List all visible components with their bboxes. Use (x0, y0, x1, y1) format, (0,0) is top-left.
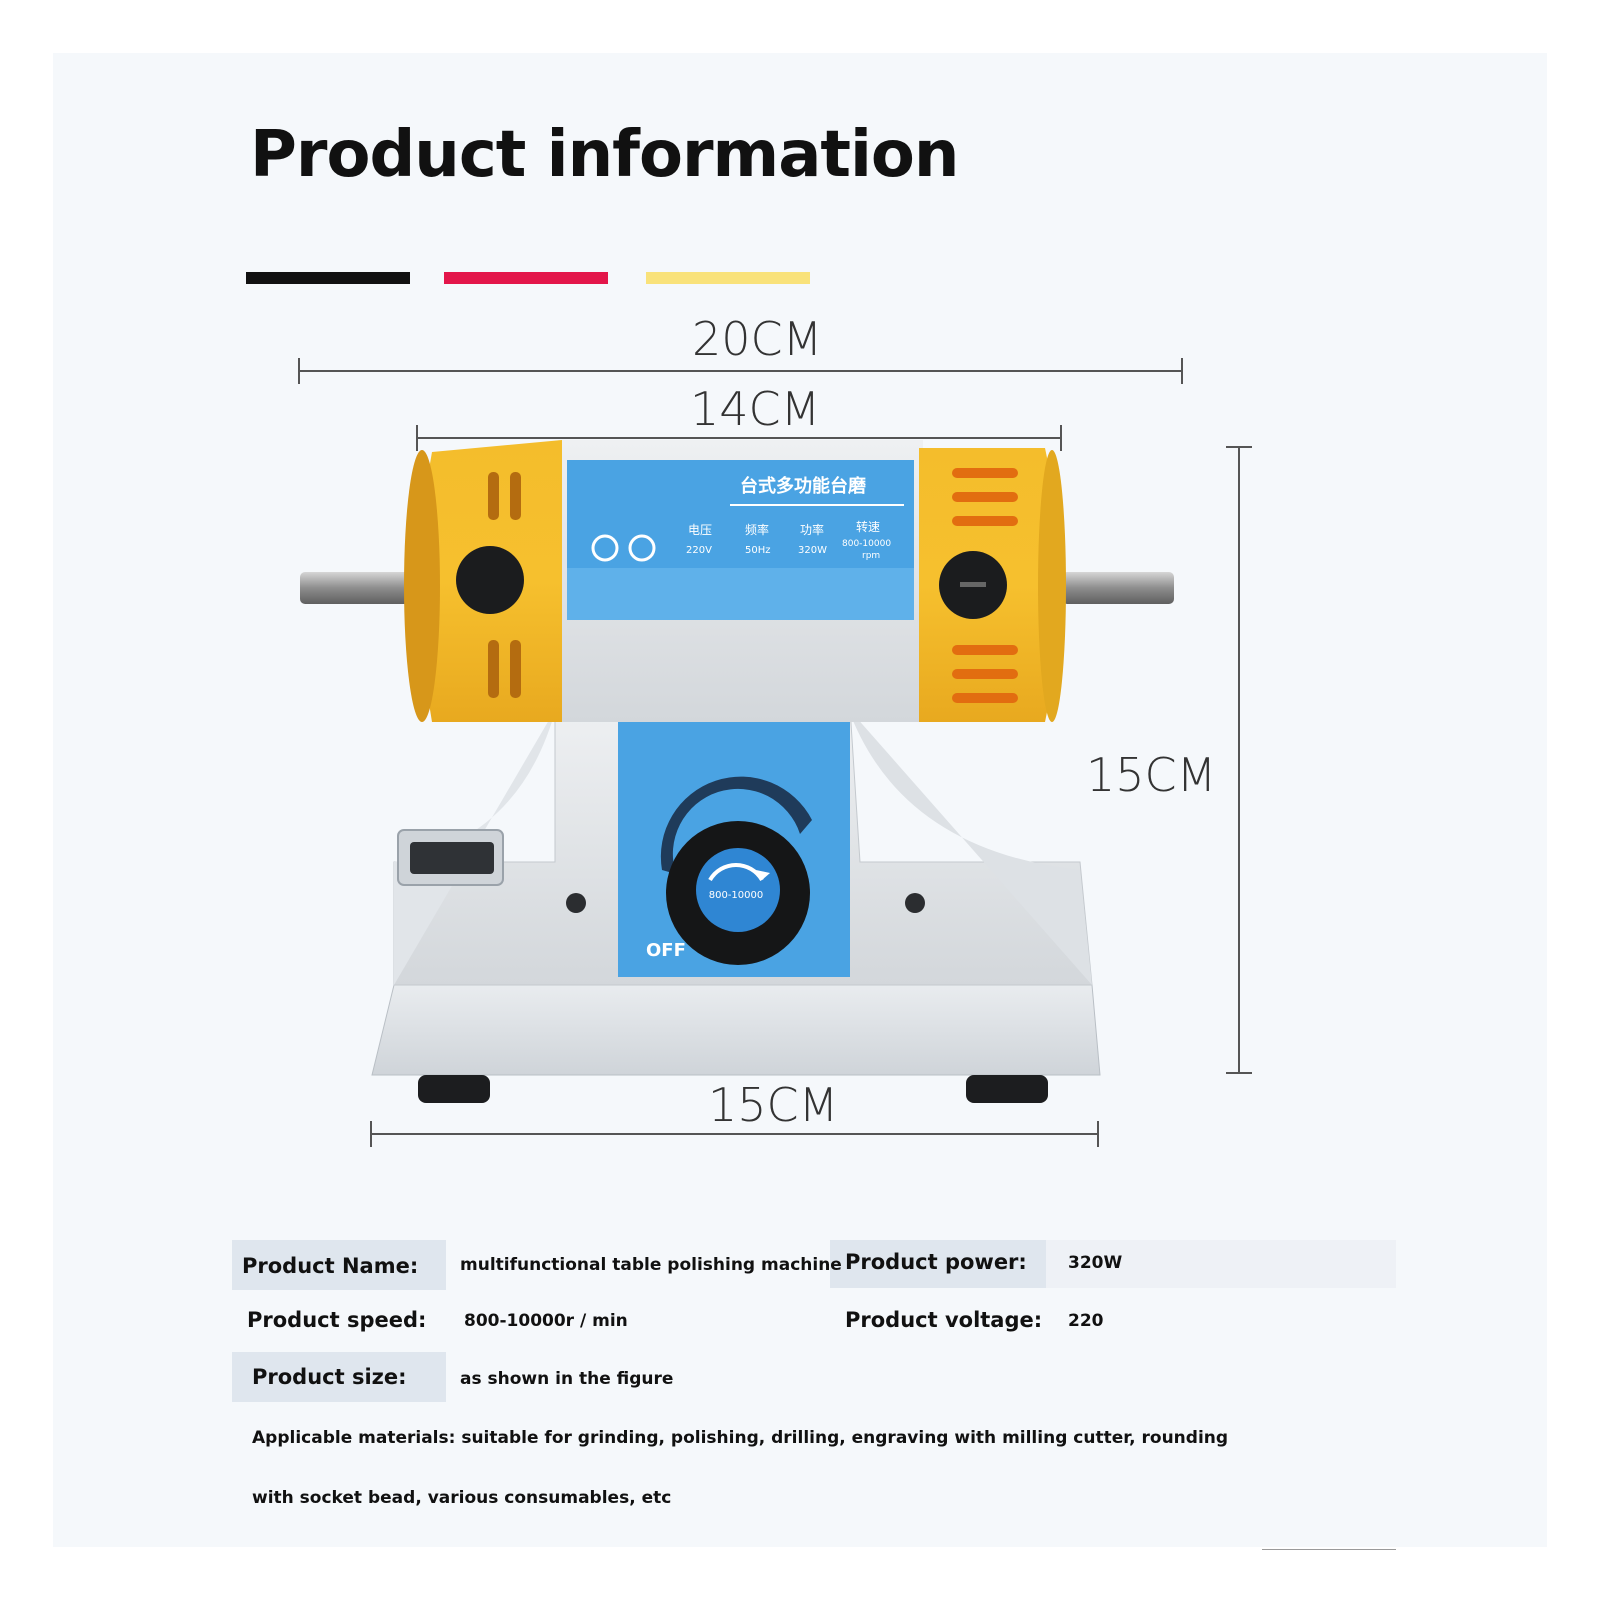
dial-range-text: 800-10000 (709, 890, 764, 901)
off-label: OFF (646, 940, 686, 961)
page-title: Product information (250, 118, 959, 192)
product-speed-label: Product speed: (247, 1308, 427, 1332)
base-width-label: 15CM (708, 1078, 839, 1132)
motor-width-line (416, 437, 1062, 439)
product-power-value: 320W (1068, 1253, 1123, 1273)
motor-width-label: 14CM (690, 382, 821, 436)
applicable-materials-line-2: with socket bead, various consumables, e… (252, 1488, 672, 1508)
black-accent-bar (246, 272, 410, 284)
product-size-label: Product size: (252, 1365, 407, 1389)
motor-width-tick-right (1060, 425, 1062, 451)
spec-header-speed: 转速 (856, 519, 880, 534)
overall-width-tick-left (298, 358, 300, 384)
spec-value-speed: 800-10000 (842, 539, 891, 549)
speed-dial-knob[interactable] (666, 821, 810, 965)
spec-header-voltage: 电压 (688, 523, 712, 537)
spec-value-rpm-unit: rpm (862, 551, 880, 561)
power-value-shade (1046, 1240, 1396, 1288)
base-width-tick-right (1097, 1121, 1099, 1147)
motor-width-tick-left (416, 425, 418, 451)
base-width-line (370, 1133, 1099, 1135)
spec-header-power: 功率 (800, 522, 824, 537)
applicable-materials-line-1: Applicable materials: suitable for grind… (252, 1428, 1229, 1448)
height-tick-top (1226, 446, 1252, 448)
height-label: 15CM (1086, 748, 1217, 802)
base-width-tick-left (370, 1121, 372, 1147)
overall-width-line (298, 370, 1183, 372)
red-accent-bar (444, 272, 608, 284)
left-end-cap (404, 440, 562, 722)
product-name-label: Product Name: (242, 1254, 419, 1278)
spec-value-frequency: 50Hz (745, 545, 771, 556)
footer-divider (1262, 1549, 1396, 1550)
product-power-label: Product power: (845, 1250, 1027, 1274)
product-voltage-value: 220 (1068, 1311, 1104, 1331)
power-label-shade (830, 1240, 1046, 1288)
spec-header-frequency: 频率 (745, 522, 769, 537)
product-voltage-label: Product voltage: (845, 1308, 1043, 1332)
height-tick-bottom (1226, 1072, 1252, 1074)
product-size-value: as shown in the figure (460, 1369, 674, 1389)
name-label-shade (232, 1240, 446, 1290)
right-end-cap (919, 448, 1066, 722)
product-speed-value: 800-10000r / min (464, 1311, 628, 1331)
height-line (1238, 446, 1240, 1072)
motor-housing (558, 440, 923, 722)
product-name-value: multifunctional table polishing machine (460, 1255, 842, 1275)
spec-value-voltage: 220V (686, 545, 712, 556)
size-label-shade (232, 1352, 446, 1402)
left-shaft (300, 572, 412, 604)
machine-label-title: 台式多功能台磨 (740, 475, 866, 497)
yellow-accent-bar (646, 272, 810, 284)
right-shaft (1062, 572, 1174, 604)
overall-width-label: 20CM (692, 312, 823, 366)
spec-value-power: 320W (798, 545, 827, 556)
overall-width-tick-right (1181, 358, 1183, 384)
